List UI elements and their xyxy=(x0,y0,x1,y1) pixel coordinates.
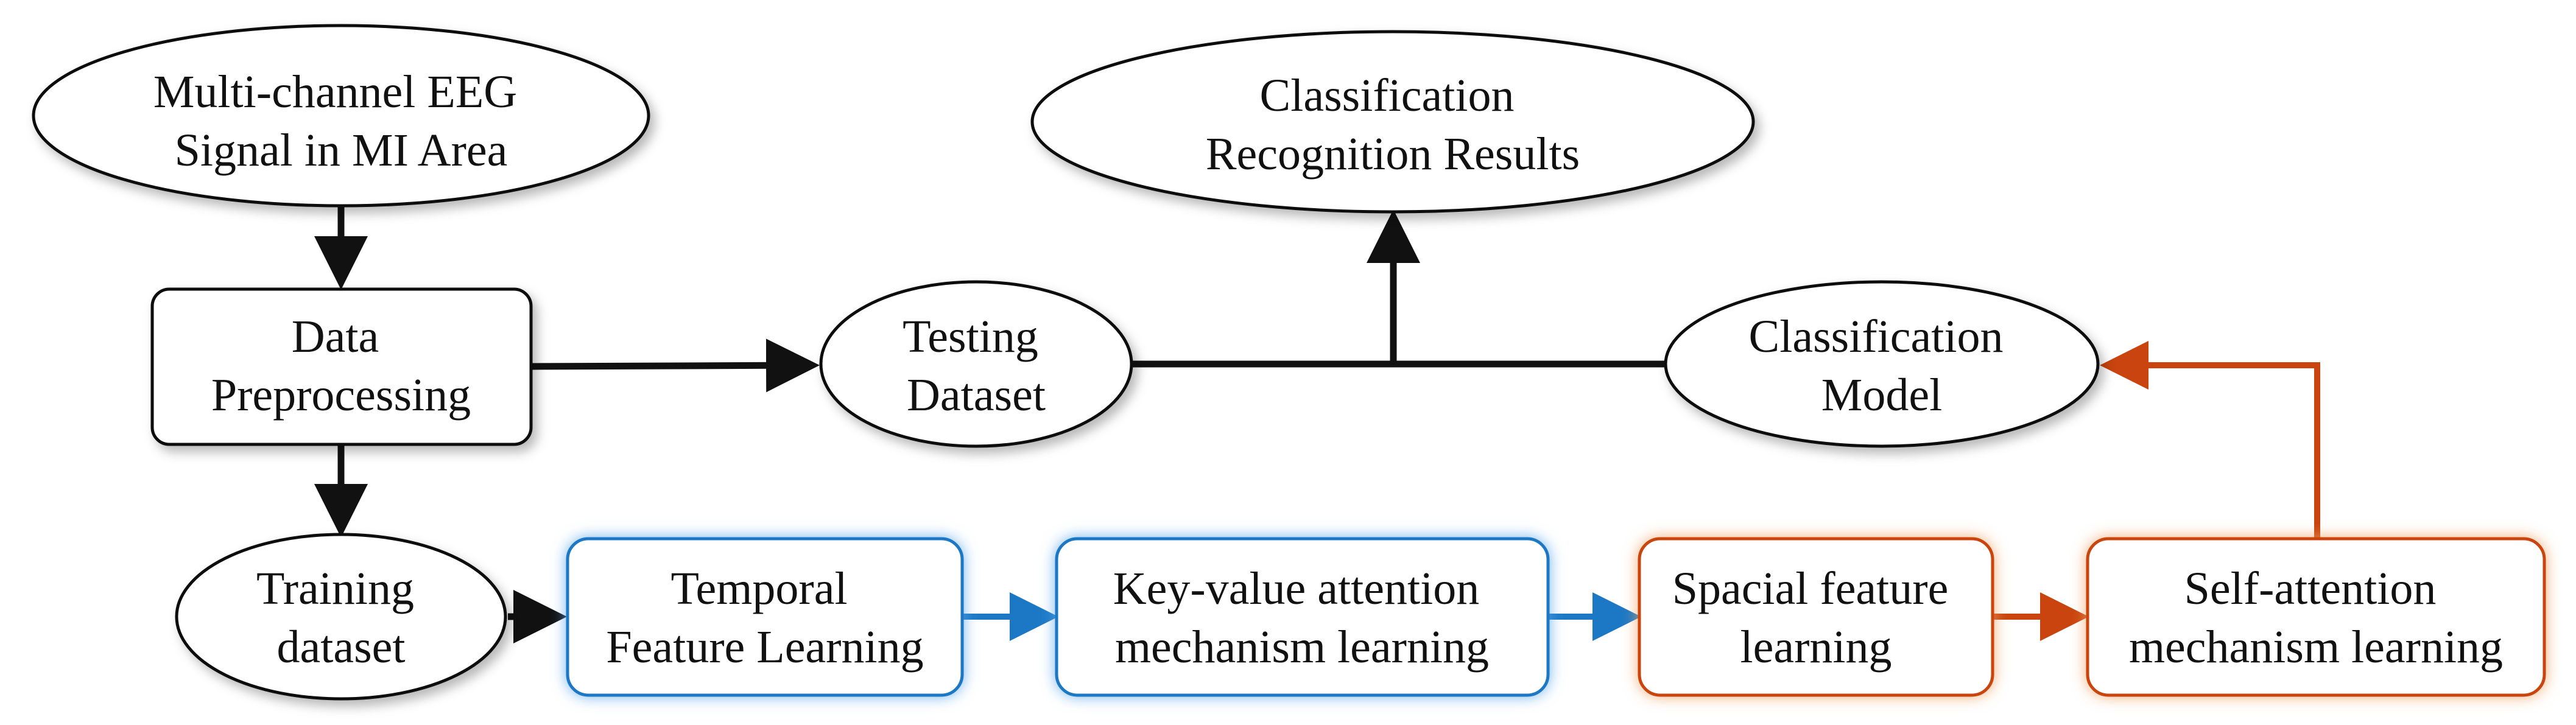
spacial-feature-node: Spacial feature learning xyxy=(1638,537,1994,697)
testing-dataset-line2: Dataset xyxy=(907,370,1046,421)
training-dataset-line2: dataset xyxy=(276,622,405,673)
classification-model-line2: Model xyxy=(1821,370,1942,421)
key-value-attention-node: Key-value attention mechanism learning xyxy=(1055,537,1550,697)
training-dataset-shape xyxy=(175,533,507,701)
arrow-selfattention-to-model xyxy=(2100,341,2320,539)
svg-text:Self-attention mechanism: Self-attention mechanism learning xyxy=(2129,563,2503,673)
eeg-signal-node: Multi-channel EEG Signal in MI Area xyxy=(32,24,650,208)
svg-text:Training dataset: Training dataset xyxy=(256,563,426,673)
spacial-feature-line1: Spacial feature xyxy=(1672,563,1949,614)
temporal-feature-line2: Feature Learning xyxy=(606,622,923,673)
connectors xyxy=(314,207,2320,643)
eeg-signal-shape xyxy=(32,24,650,208)
temporal-feature-line1: Temporal xyxy=(670,563,847,614)
self-attention-line2: mechanism learning xyxy=(2129,622,2503,673)
arrow-preprocessing-to-testing xyxy=(530,338,820,393)
self-attention-shape xyxy=(2086,537,2546,697)
testing-dataset-line1: Testing xyxy=(903,311,1038,362)
svg-text:Spacial feature learning: Spacial feature learning xyxy=(1672,563,1960,673)
svg-text:Temporal Feature Learnin: Temporal Feature Learning xyxy=(606,563,923,673)
svg-text:Classification Recogniti: Classification Recognition Results xyxy=(1206,70,1580,180)
classification-model-node: Classification Model xyxy=(1664,280,2100,448)
key-value-attention-line1: Key-value attention xyxy=(1113,563,1479,614)
eeg-signal-line2: Signal in MI Area xyxy=(175,125,508,176)
data-preprocessing-line2: Preprocessing xyxy=(211,370,471,421)
training-dataset-node: Training dataset xyxy=(175,533,507,701)
self-attention-node: Self-attention mechanism learning xyxy=(2086,537,2546,697)
spacial-feature-line2: learning xyxy=(1740,622,1892,673)
svg-text:Data Preprocessing: Data Preprocessing xyxy=(211,311,471,421)
data-preprocessing-shape xyxy=(150,287,533,446)
svg-text:Key-value attention mech: Key-value attention mechanism learning xyxy=(1113,563,1491,673)
temporal-feature-shape xyxy=(566,537,964,697)
spacial-feature-shape xyxy=(1638,537,1994,697)
classification-results-line1: Classification xyxy=(1260,70,1515,121)
classification-results-line2: Recognition Results xyxy=(1206,128,1580,180)
training-dataset-line1: Training xyxy=(256,563,414,614)
svg-text:Multi-channel EEG Signal: Multi-channel EEG Signal in MI Area xyxy=(153,66,529,176)
classification-results-shape xyxy=(1030,30,1755,214)
classification-model-shape xyxy=(1664,280,2100,448)
data-preprocessing-line1: Data xyxy=(292,311,379,362)
testing-dataset-node: Testing Dataset xyxy=(819,280,1133,448)
testing-dataset-shape xyxy=(819,280,1133,448)
eeg-signal-line1: Multi-channel EEG xyxy=(153,66,517,117)
key-value-attention-shape xyxy=(1055,537,1550,697)
svg-text:Testing Dataset: Testing Dataset xyxy=(903,311,1050,421)
temporal-feature-node: Temporal Feature Learning xyxy=(566,537,964,697)
self-attention-line1: Self-attention xyxy=(2184,563,2437,614)
data-preprocessing-node: Data Preprocessing xyxy=(150,287,533,446)
svg-text:Classification Model: Classification Model xyxy=(1749,311,2015,421)
classification-model-line1: Classification xyxy=(1749,311,2004,362)
classification-results-node: Classification Recognition Results xyxy=(1030,30,1755,214)
key-value-attention-line2: mechanism learning xyxy=(1115,622,1489,673)
